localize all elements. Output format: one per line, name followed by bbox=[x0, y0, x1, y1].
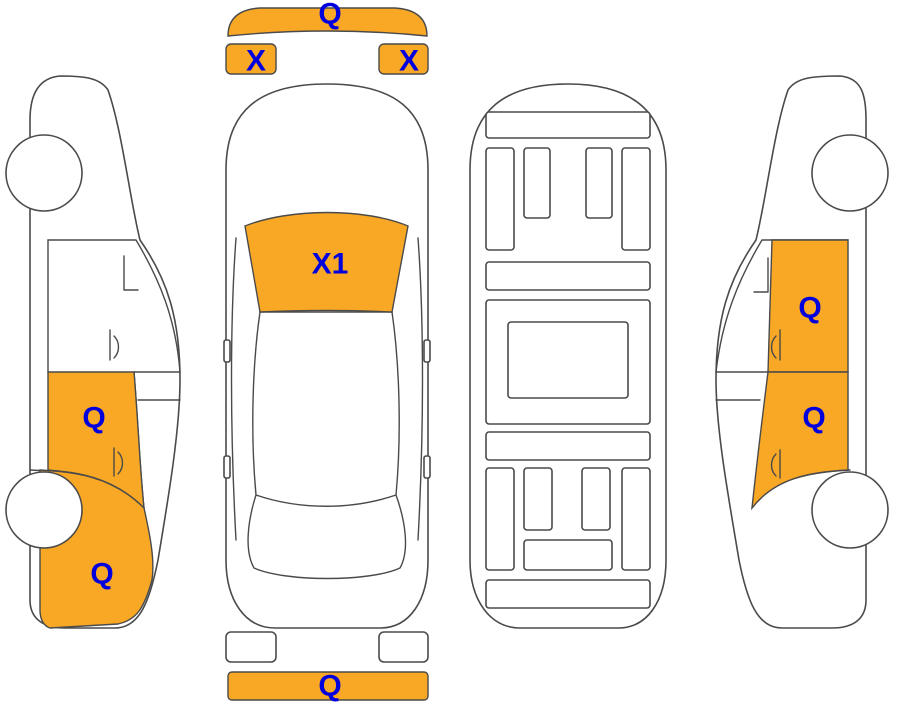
left-front-door-label: Q bbox=[82, 402, 105, 435]
top-view: Q X X X1 Q bbox=[223, 0, 431, 703]
left-tail-light-label: X bbox=[246, 45, 266, 78]
top-view-body bbox=[225, 83, 429, 629]
right-front-door[interactable] bbox=[751, 371, 849, 511]
rear-bumper-label: Q bbox=[318, 0, 341, 31]
right-headlight bbox=[378, 631, 429, 663]
left-tail-light[interactable] bbox=[225, 43, 277, 75]
rear-bumper[interactable] bbox=[227, 7, 428, 37]
left-rear-wheel bbox=[5, 134, 83, 212]
rear-window[interactable] bbox=[244, 211, 409, 313]
left-front-wheel bbox=[5, 471, 83, 549]
rear-window-label: X1 bbox=[312, 248, 349, 281]
right-mirror bbox=[423, 339, 431, 363]
right-front-door-label: Q bbox=[802, 402, 825, 435]
left-front-fender-label: Q bbox=[90, 558, 113, 591]
left-mirror bbox=[223, 339, 231, 363]
right-rear-door-label: Q bbox=[798, 292, 821, 325]
right-front-wheel bbox=[811, 134, 889, 212]
front-bumper[interactable] bbox=[227, 671, 429, 701]
right-tail-light-label: X bbox=[399, 45, 419, 78]
front-bumper-label: Q bbox=[318, 670, 341, 703]
left-side-view: Q Q bbox=[5, 75, 181, 629]
underbody-view bbox=[469, 83, 667, 629]
right-tail-light[interactable] bbox=[378, 43, 429, 75]
left-headlight bbox=[225, 631, 277, 663]
right-side-view: Q Q bbox=[715, 75, 889, 629]
right-rear-wheel bbox=[811, 471, 889, 549]
